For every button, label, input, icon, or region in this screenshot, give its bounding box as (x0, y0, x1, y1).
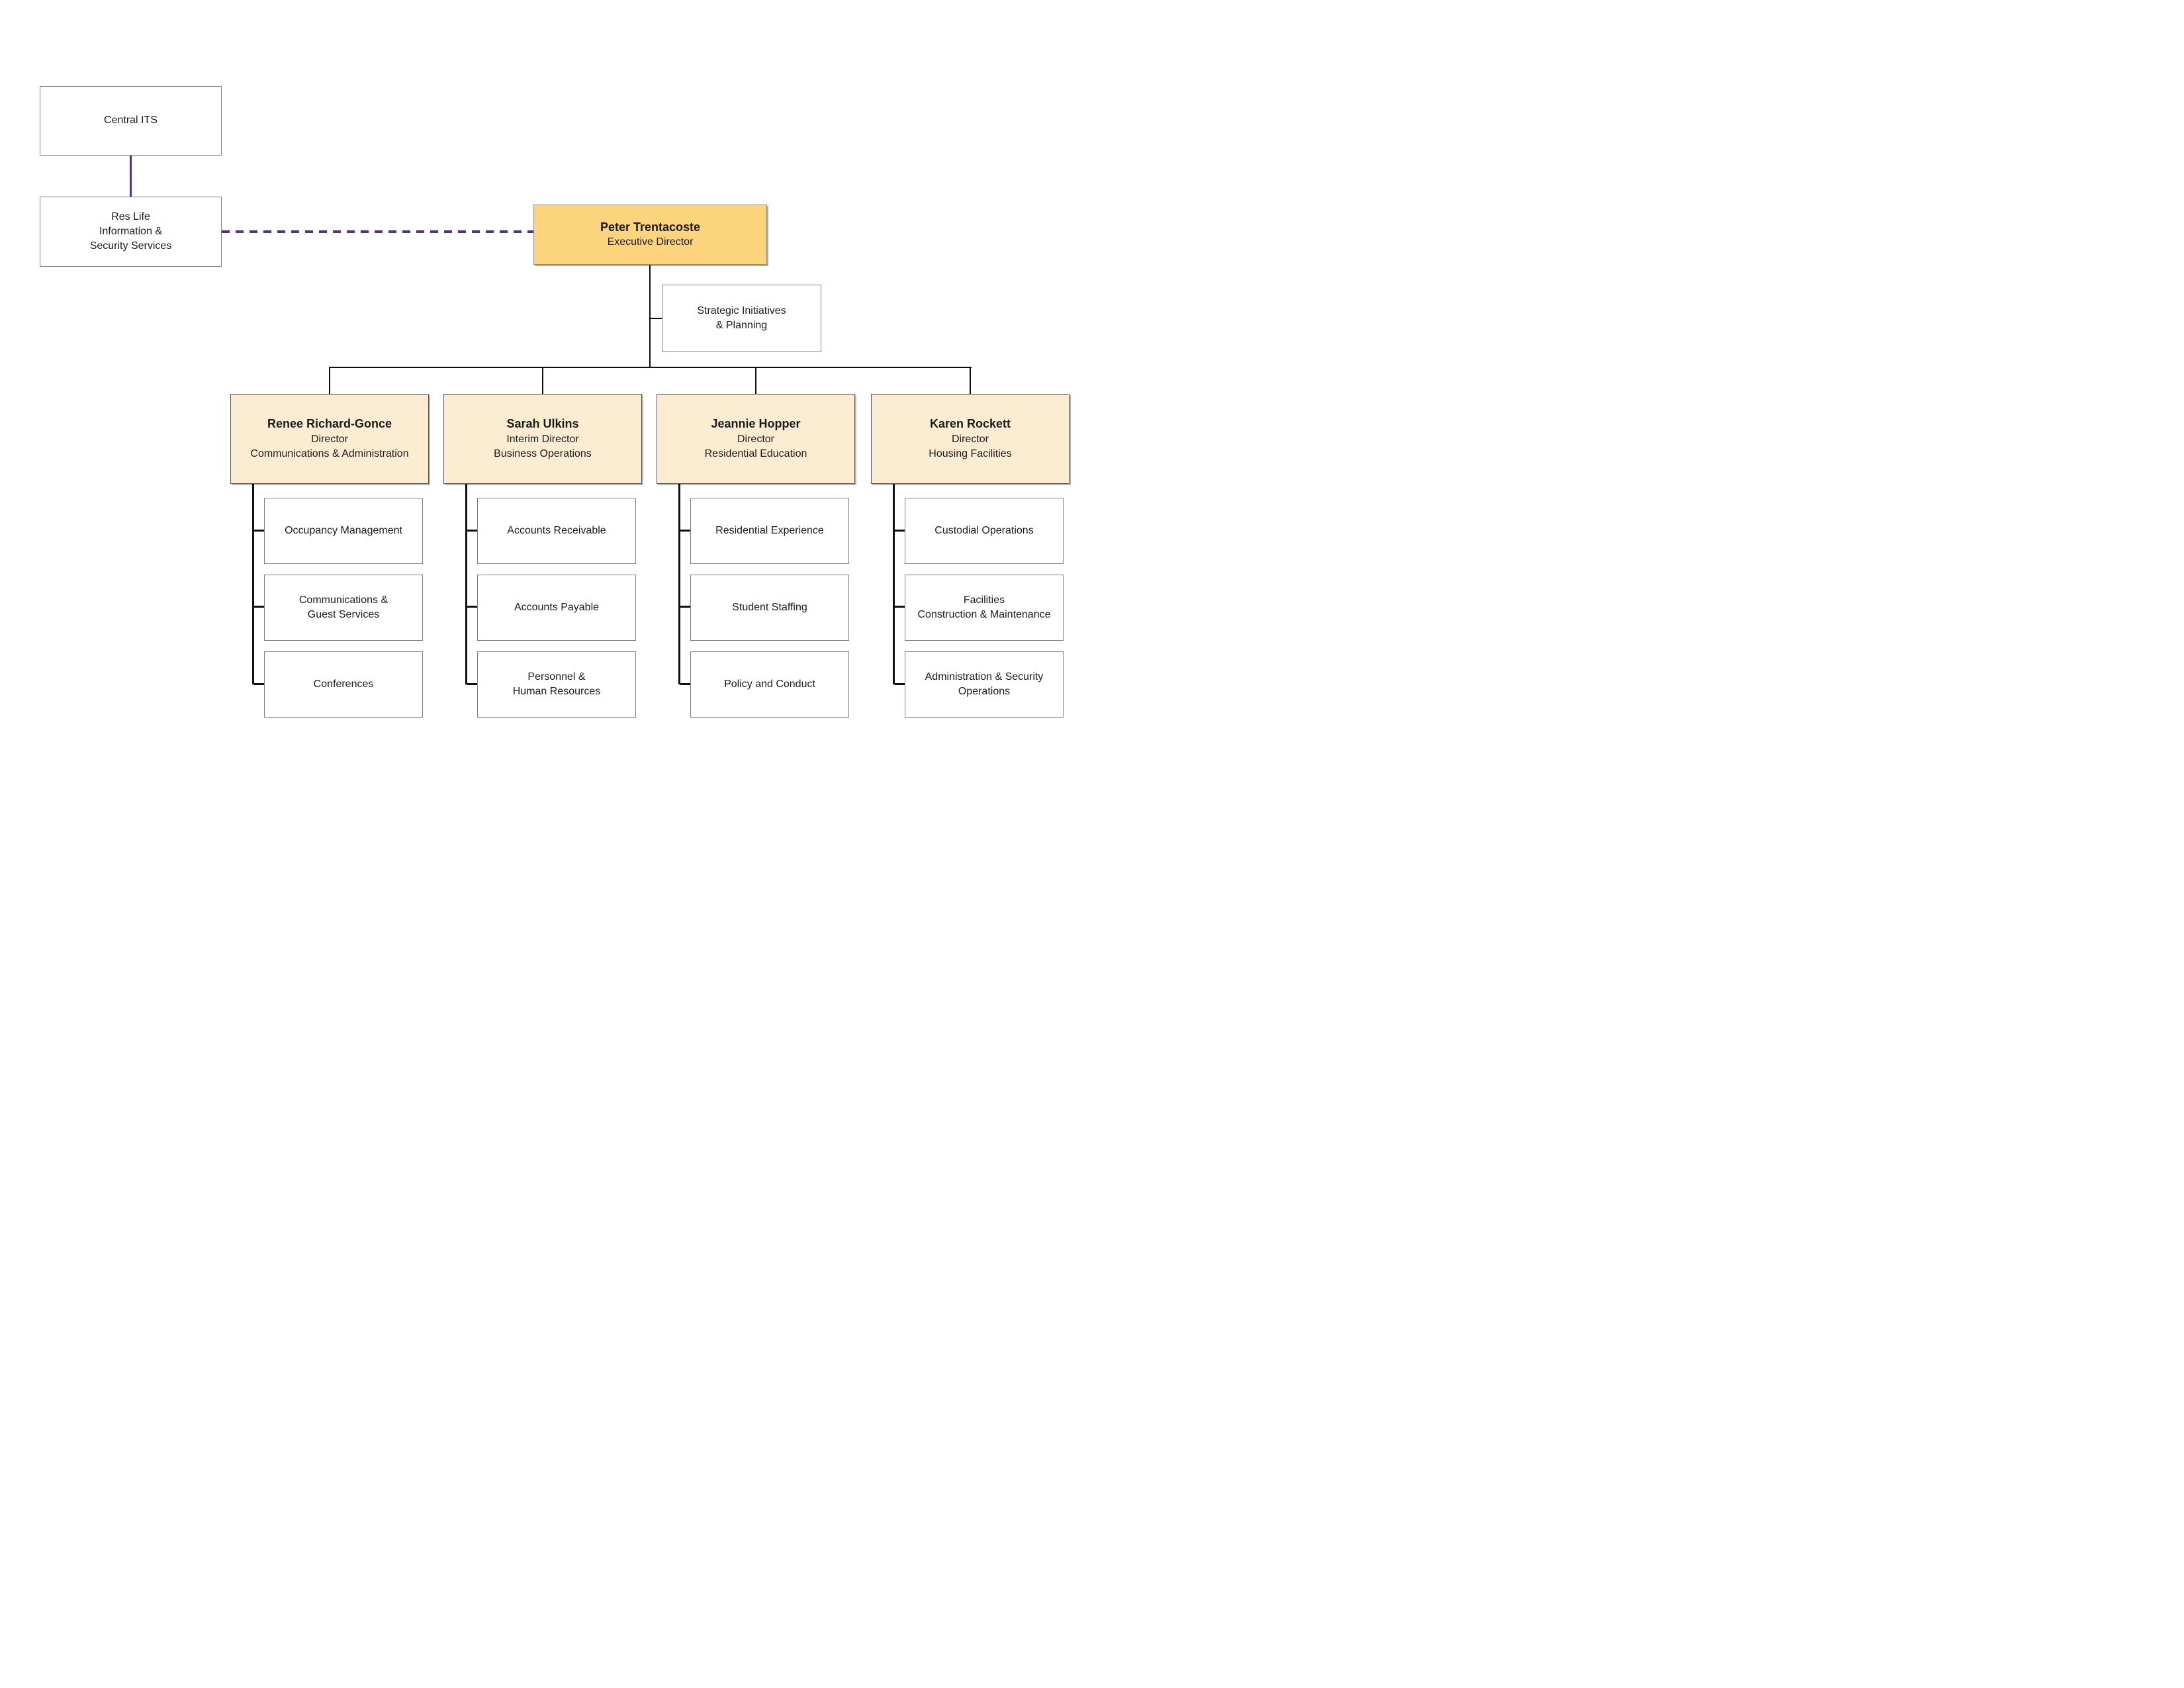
director-dept: Housing Facilities (929, 447, 1012, 459)
director-name: Renee Richard-Gonce (267, 417, 392, 431)
report-label: Accounts Payable (514, 601, 600, 613)
report-stub-line (895, 683, 905, 685)
drop-line (329, 367, 330, 395)
report-box: Personnel & Human Resources (477, 651, 636, 718)
director-box-housing-facilities: Karen Rockett Director Housing Facilitie… (871, 394, 1069, 484)
column-connector-line (893, 484, 895, 684)
report-stub-line (254, 683, 264, 685)
director-name: Karen Rockett (929, 417, 1011, 431)
dotted-reporting-line (222, 230, 533, 233)
strategic-initiatives-label: Strategic Initiatives & Planning (697, 305, 786, 331)
drop-line (755, 367, 756, 395)
central-its-box: Central ITS (40, 86, 222, 156)
director-box-business-ops: Sarah Ulkins Interim Director Business O… (443, 394, 642, 484)
report-box: Accounts Receivable (477, 498, 636, 564)
report-box: Administration & Security Operations (905, 651, 1064, 718)
drop-line (542, 367, 543, 395)
column-connector-line (252, 484, 254, 684)
director-title: Interim Director (506, 433, 579, 445)
report-label: Policy and Conduct (724, 678, 815, 690)
report-stub-line (895, 606, 905, 608)
report-box: Facilities Construction & Maintenance (905, 575, 1064, 641)
drop-line (970, 367, 971, 395)
executive-director-box: Peter Trentacoste Executive Director (533, 205, 767, 265)
central-its-label: Central ITS (104, 115, 158, 126)
report-box: Occupancy Management (264, 498, 423, 564)
director-title: Director (310, 433, 348, 445)
director-dept: Communications & Administration (250, 447, 409, 459)
executive-drop-line (649, 265, 651, 368)
executive-name: Peter Trentacoste (600, 220, 701, 234)
report-label: Administration & Security Operations (925, 671, 1044, 697)
executive-title: Executive Director (607, 236, 694, 248)
report-box: Residential Experience (690, 498, 849, 564)
report-label: Conferences (313, 678, 374, 690)
report-label: Facilities Construction & Maintenance (917, 594, 1051, 620)
report-label: Student Staffing (732, 601, 807, 613)
report-box: Student Staffing (690, 575, 849, 641)
res-life-label: Res Life Information & Security Services (89, 211, 172, 252)
column-connector-line (465, 484, 467, 684)
report-label: Accounts Receivable (507, 524, 606, 536)
report-box: Accounts Payable (477, 575, 636, 641)
report-label: Occupancy Management (285, 524, 402, 536)
director-title: Director (951, 433, 989, 445)
report-box: Communications & Guest Services (264, 575, 423, 641)
report-stub-line (467, 606, 477, 608)
report-label: Communications & Guest Services (298, 594, 388, 620)
report-box: Policy and Conduct (690, 651, 849, 718)
report-label: Personnel & Human Resources (512, 671, 601, 697)
report-box: Custodial Operations (905, 498, 1064, 564)
director-title: Director (737, 433, 774, 445)
branch-line (329, 367, 972, 368)
report-box: Conferences (264, 651, 423, 718)
res-life-box: Res Life Information & Security Services (40, 197, 222, 267)
report-stub-line (254, 530, 264, 532)
central-its-connector-line (130, 156, 132, 197)
report-label: Residential Experience (715, 524, 824, 536)
report-stub-line (467, 530, 477, 532)
director-name: Sarah Ulkins (506, 417, 579, 431)
director-box-res-ed: Jeannie Hopper Director Residential Educ… (657, 394, 855, 484)
director-box-communications: Renee Richard-Gonce Director Communicati… (230, 394, 429, 484)
report-stub-line (254, 606, 264, 608)
report-stub-line (680, 530, 690, 532)
org-chart-canvas: Central ITS Res Life Information & Secur… (0, 0, 1092, 844)
strategic-initiatives-box: Strategic Initiatives & Planning (662, 285, 821, 352)
column-connector-line (678, 484, 680, 684)
director-dept: Business Operations (494, 447, 592, 459)
report-stub-line (680, 606, 690, 608)
strategic-stub-line (651, 318, 662, 319)
report-stub-line (680, 683, 690, 685)
report-stub-line (895, 530, 905, 532)
report-stub-line (467, 683, 477, 685)
director-name: Jeannie Hopper (711, 417, 801, 431)
director-dept: Residential Education (704, 447, 807, 459)
report-label: Custodial Operations (934, 524, 1034, 536)
